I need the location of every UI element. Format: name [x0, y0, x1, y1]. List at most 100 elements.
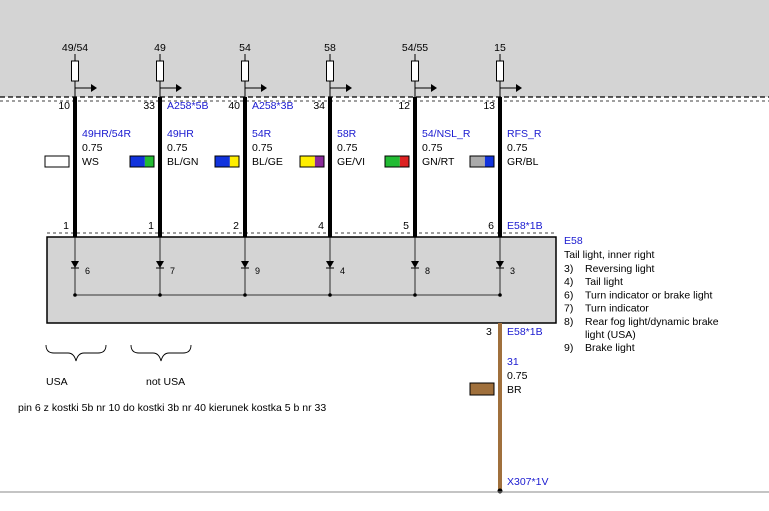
brace-usa — [45, 344, 107, 362]
led-function-number: 8 — [425, 266, 430, 276]
legend-text: Rear fog light/dynamic brake — [585, 316, 719, 328]
wire-color-swatch-border — [469, 155, 495, 168]
fuse-icon — [496, 60, 504, 82]
fuse-icon — [241, 60, 249, 82]
wire-color-swatch-border — [384, 155, 410, 168]
ground-connector-label: E58*1B — [507, 326, 543, 338]
wire-pin-bottom: 2 — [233, 220, 239, 232]
legend-text: Brake light — [585, 342, 635, 354]
led-icon — [71, 261, 79, 268]
legend-text: Reversing light — [585, 263, 655, 275]
wire-pin-top: 40 — [228, 100, 240, 112]
wire-color-swatch-primary — [470, 156, 485, 167]
fuse-icon — [156, 60, 164, 82]
wire-color-swatch-secondary — [484, 156, 494, 167]
fuse-icon — [326, 60, 334, 82]
legend-number: 3) — [564, 263, 573, 275]
wire-signal-label: 49HR — [167, 128, 194, 140]
fuse-icon — [411, 60, 419, 82]
wire-signal-label: RFS_R — [507, 128, 542, 140]
led-junction — [328, 293, 332, 297]
ground-end-dot — [497, 488, 503, 494]
wire-connector-label: A258*5B — [167, 100, 208, 112]
fuse-arrow-icon — [516, 84, 522, 92]
fuse-label: 54 — [239, 42, 251, 54]
led-junction — [73, 293, 77, 297]
fuse-label: 15 — [494, 42, 506, 54]
wire-color-swatch-secondary — [229, 156, 239, 167]
wire-color-code: WS — [82, 156, 99, 168]
led-function-number: 7 — [170, 266, 175, 276]
led-function-number: 9 — [255, 266, 260, 276]
wire-color-swatch-secondary — [144, 156, 154, 167]
handwritten-note: pin 6 z kostki 5b nr 10 do kostki 3b nr … — [18, 402, 326, 414]
brace-label-not-usa: not USA — [146, 376, 185, 388]
wire-gauge: 0.75 — [422, 142, 443, 154]
wire-signal-label: 54R — [252, 128, 272, 140]
legend-text: light (USA) — [585, 329, 636, 341]
wire-signal-label: 54/NSL_R — [422, 128, 471, 140]
led-junction — [498, 293, 502, 297]
connector-top-label: E58*1B — [507, 220, 543, 232]
wire-color-swatch-border — [299, 155, 325, 168]
wire-signal-label: 49HR/54R — [82, 128, 131, 140]
wire-pin-bottom: 1 — [148, 220, 154, 232]
component-box — [46, 236, 557, 324]
wire-gauge: 0.75 — [337, 142, 358, 154]
wire-color-swatch-primary — [130, 156, 145, 167]
legend-number: 8) — [564, 316, 573, 328]
wire-color-code: GE/VI — [337, 156, 365, 168]
wire-gauge: 0.75 — [252, 142, 273, 154]
fuse-label: 58 — [324, 42, 336, 54]
fuse-arrow-icon — [346, 84, 352, 92]
wire-pin-top: 13 — [483, 100, 495, 112]
wire-pin-top: 12 — [398, 100, 410, 112]
component-title: Tail light, inner right — [564, 249, 655, 261]
wire-color-swatch-secondary — [399, 156, 409, 167]
fuse-arrow-icon — [91, 84, 97, 92]
legend-number: 6) — [564, 289, 573, 301]
ground-gauge: 0.75 — [507, 370, 528, 382]
fuse-label: 49/54 — [62, 42, 88, 54]
led-junction — [158, 293, 162, 297]
led-function-number: 3 — [510, 266, 515, 276]
wire-pin-bottom: 4 — [318, 220, 324, 232]
fuse-arrow-icon — [261, 84, 267, 92]
wire-pin-top: 10 — [58, 100, 70, 112]
wire-signal-label: 58R — [337, 128, 357, 140]
legend-text: Turn indicator — [585, 303, 649, 315]
led-junction — [243, 293, 247, 297]
brace-label-usa: USA — [46, 376, 68, 388]
wire-gauge: 0.75 — [507, 142, 528, 154]
fuse-arrow-icon — [176, 84, 182, 92]
led-icon — [326, 261, 334, 268]
fuse-label: 54/55 — [402, 42, 428, 54]
wire-color-swatch-primary — [300, 156, 315, 167]
ground-color-swatch — [469, 382, 495, 396]
legend-text: Turn indicator or brake light — [585, 289, 713, 301]
wire-color-code: GR/BL — [507, 156, 539, 168]
led-icon — [241, 261, 249, 268]
fuse-label: 49 — [154, 42, 166, 54]
ground-pin-number: 3 — [486, 326, 492, 338]
ground-color-code: BR — [507, 384, 522, 396]
legend-number: 9) — [564, 342, 573, 354]
wire-color-swatch-border — [214, 155, 240, 168]
led-function-number: 6 — [85, 266, 90, 276]
fuse-icon — [71, 60, 79, 82]
wire-pin-bottom: 6 — [488, 220, 494, 232]
wire-color-swatch-primary — [385, 156, 400, 167]
legend-number: 4) — [564, 276, 573, 288]
led-junction — [413, 293, 417, 297]
wire-pin-bottom: 5 — [403, 220, 409, 232]
component-id: E58 — [564, 235, 583, 247]
wire-color-code: BL/GN — [167, 156, 199, 168]
end-connector-label: X307*1V — [507, 476, 548, 488]
wire-color-swatch-secondary — [314, 156, 324, 167]
legend-text: Tail light — [585, 276, 623, 288]
led-function-number: 4 — [340, 266, 345, 276]
legend-number: 7) — [564, 303, 573, 315]
led-icon — [496, 261, 504, 268]
